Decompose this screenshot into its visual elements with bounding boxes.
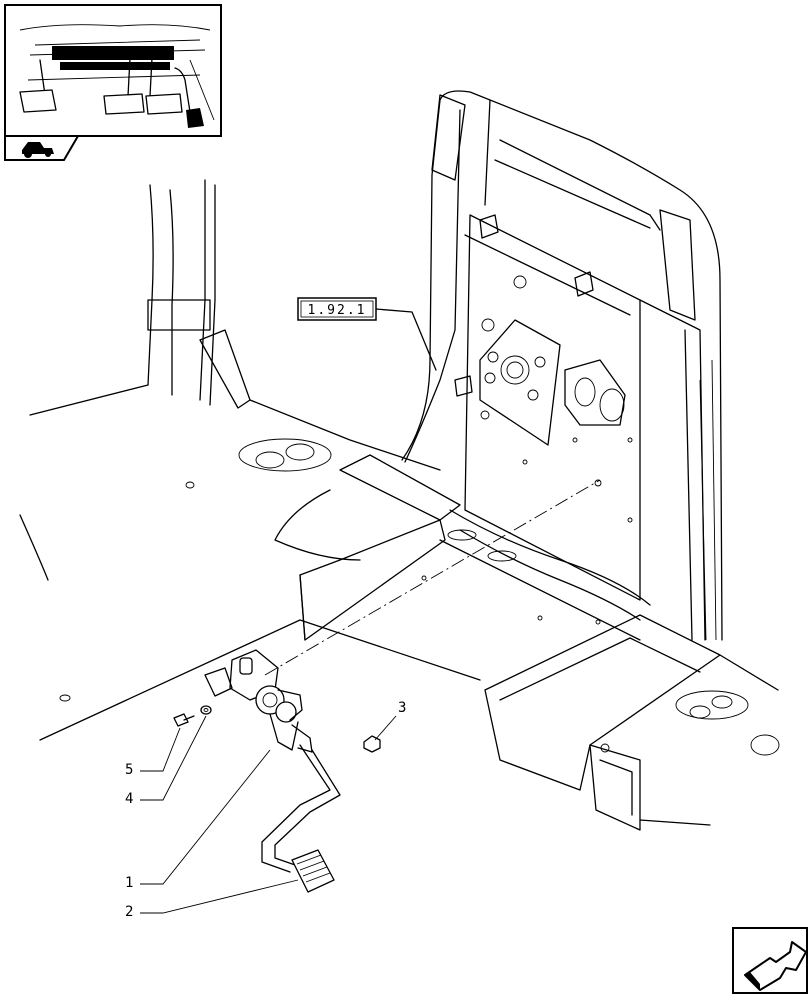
callout-3-number: 3 <box>398 700 406 716</box>
callout-4-number: 4 <box>125 791 133 807</box>
screw-part <box>173 713 195 727</box>
reference-box: 1.92.1 <box>297 297 437 371</box>
callout-1: 1 <box>125 749 271 891</box>
cab-floor <box>19 384 481 741</box>
reference-label: 1.92.1 <box>308 303 367 318</box>
next-page-arrow-icon[interactable] <box>732 927 808 994</box>
callout-4: 4 <box>125 715 207 807</box>
tractor-icon <box>4 135 80 161</box>
callout-3: 3 <box>374 700 406 741</box>
pedal-pad <box>291 849 335 893</box>
floor-tunnel <box>274 454 651 641</box>
washer-part <box>200 705 212 715</box>
cab-left-pillar <box>147 179 251 409</box>
callout-2-number: 2 <box>125 904 133 920</box>
pedal-assembly <box>204 649 341 873</box>
callout-5: 5 <box>125 727 181 778</box>
callout-2: 2 <box>125 879 299 920</box>
callout-1-number: 1 <box>125 875 133 891</box>
pedals-locator-thumbnail-icon <box>4 4 222 137</box>
callout-5-number: 5 <box>125 762 133 778</box>
rear-cab-wall <box>401 90 723 641</box>
nut-part <box>363 735 381 753</box>
right-floor-box <box>484 614 780 831</box>
assembly-center-line <box>264 479 601 676</box>
